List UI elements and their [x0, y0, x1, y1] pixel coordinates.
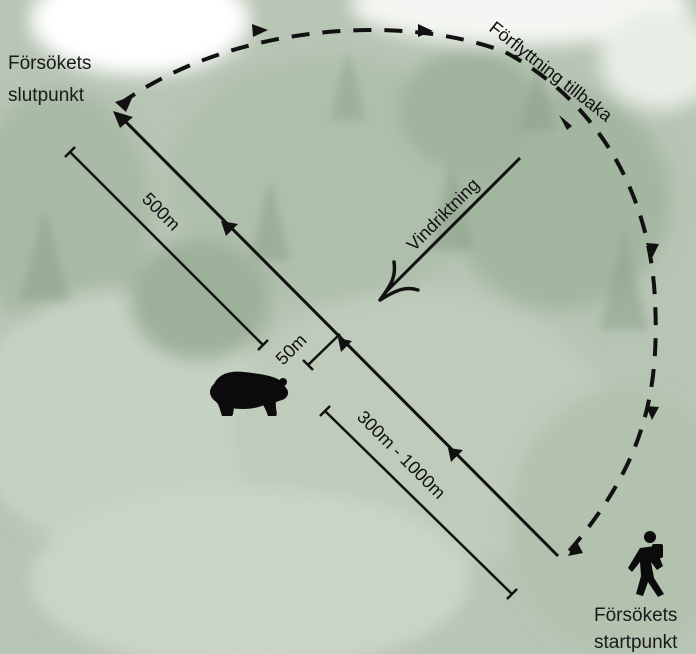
approach-arrow-lower — [448, 448, 463, 462]
wind-direction-arrow — [378, 156, 522, 302]
dimension-500m — [64, 146, 269, 351]
start-point-label-line1: Försökets — [594, 605, 677, 626]
dimension-300-1000m — [319, 405, 518, 600]
end-point-label-line2: slutpunkt — [8, 85, 85, 106]
approach-arrow-middle — [338, 338, 352, 352]
bear-icon — [210, 371, 289, 416]
approach-arrowhead-end — [113, 111, 133, 128]
dimension-50m — [302, 333, 341, 371]
approach-arrow-upper — [221, 221, 238, 236]
end-point-label-line1: Försökets — [8, 53, 91, 74]
return-path-arrows — [115, 24, 659, 556]
start-point-label-line2: startpunkt — [594, 632, 678, 653]
hiker-icon — [628, 531, 664, 597]
